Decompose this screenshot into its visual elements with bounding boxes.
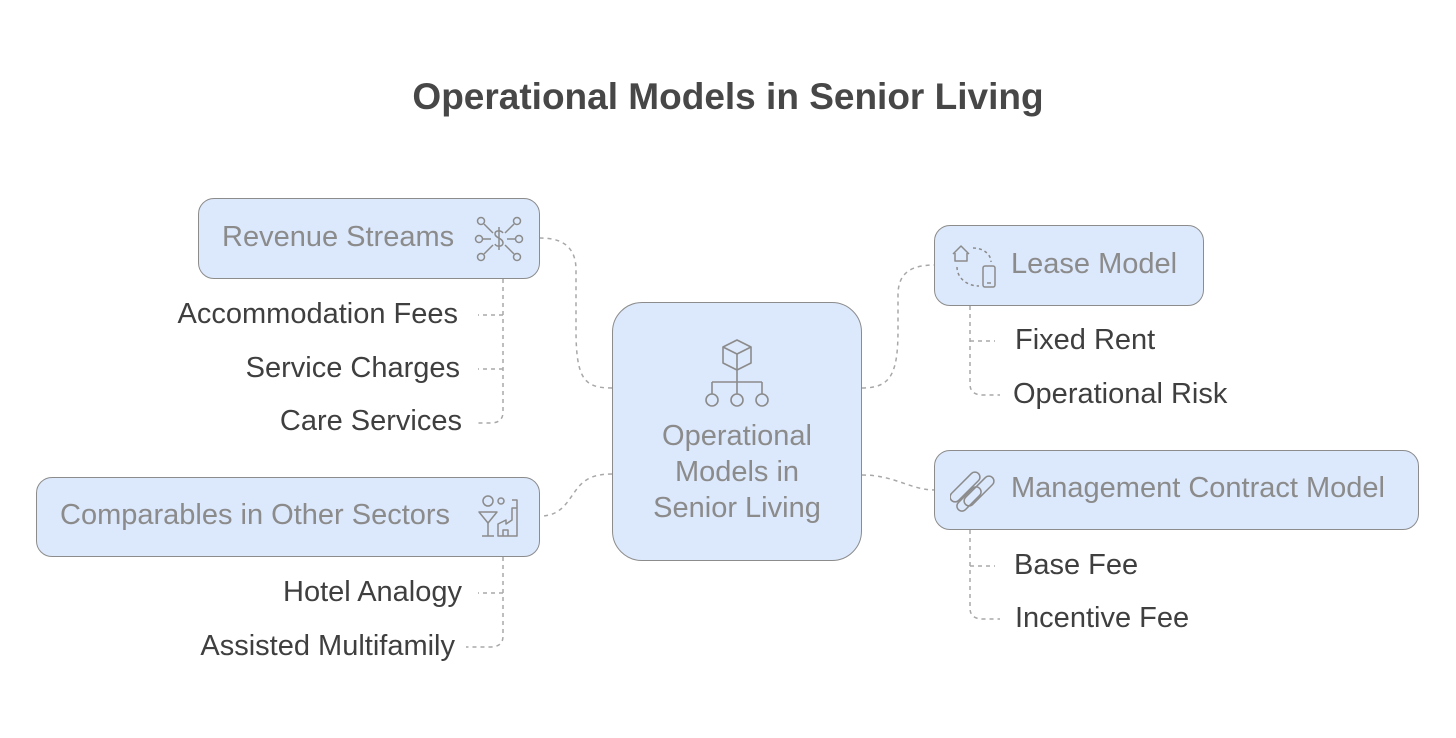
cocktail-factory-icon [478,495,518,537]
leaf-service-charges: Service Charges [245,352,460,384]
lease-model-label: Lease Model [1011,248,1178,280]
center-label-line-3: Senior Living [653,492,821,524]
house-phone-icon [952,245,996,288]
connector-comparables-trunk [466,557,504,648]
comparables-label: Comparables in Other Sectors [60,499,451,531]
cube-hierarchy-icon [705,339,769,407]
leaf-operational-risk: Operational Risk [1013,378,1228,410]
leaf-accommodation-fees: Accommodation Fees [177,298,458,330]
comparables-node[interactable] [36,477,540,557]
management-contract-label: Management Contract Model [1011,472,1385,504]
center-label-line-1: Operational [662,420,812,452]
dollar-network-icon [474,216,524,262]
leaf-care-services: Care Services [279,405,462,437]
leaf-incentive-fee: Incentive Fee [1015,602,1190,634]
connector-revenue-trunk [475,279,504,424]
connector-center-comparables [539,473,613,517]
connector-center-lease [861,264,936,389]
lease-model-node[interactable] [934,225,1204,306]
connector-lease-trunk [969,306,1000,396]
leaf-assisted-multifamily: Assisted Multifamily [200,630,455,662]
pills-icon [950,471,995,512]
center-label-line-2: Models in [674,456,800,488]
center-node-label: Operational Models in Senior Living [612,418,862,526]
center-node[interactable] [612,302,862,561]
leaf-fixed-rent: Fixed Rent [1015,324,1156,356]
connector-center-revenue [539,237,613,389]
management-contract-node[interactable] [934,450,1419,530]
leaf-base-fee: Base Fee [1014,549,1139,581]
connector-management-trunk [969,530,1000,620]
leaf-hotel-analogy: Hotel Analogy [283,576,462,608]
connector-center-management [861,474,936,491]
diagram-title: Operational Models in Senior Living [412,76,1044,117]
revenue-streams-label: Revenue Streams [222,221,455,253]
